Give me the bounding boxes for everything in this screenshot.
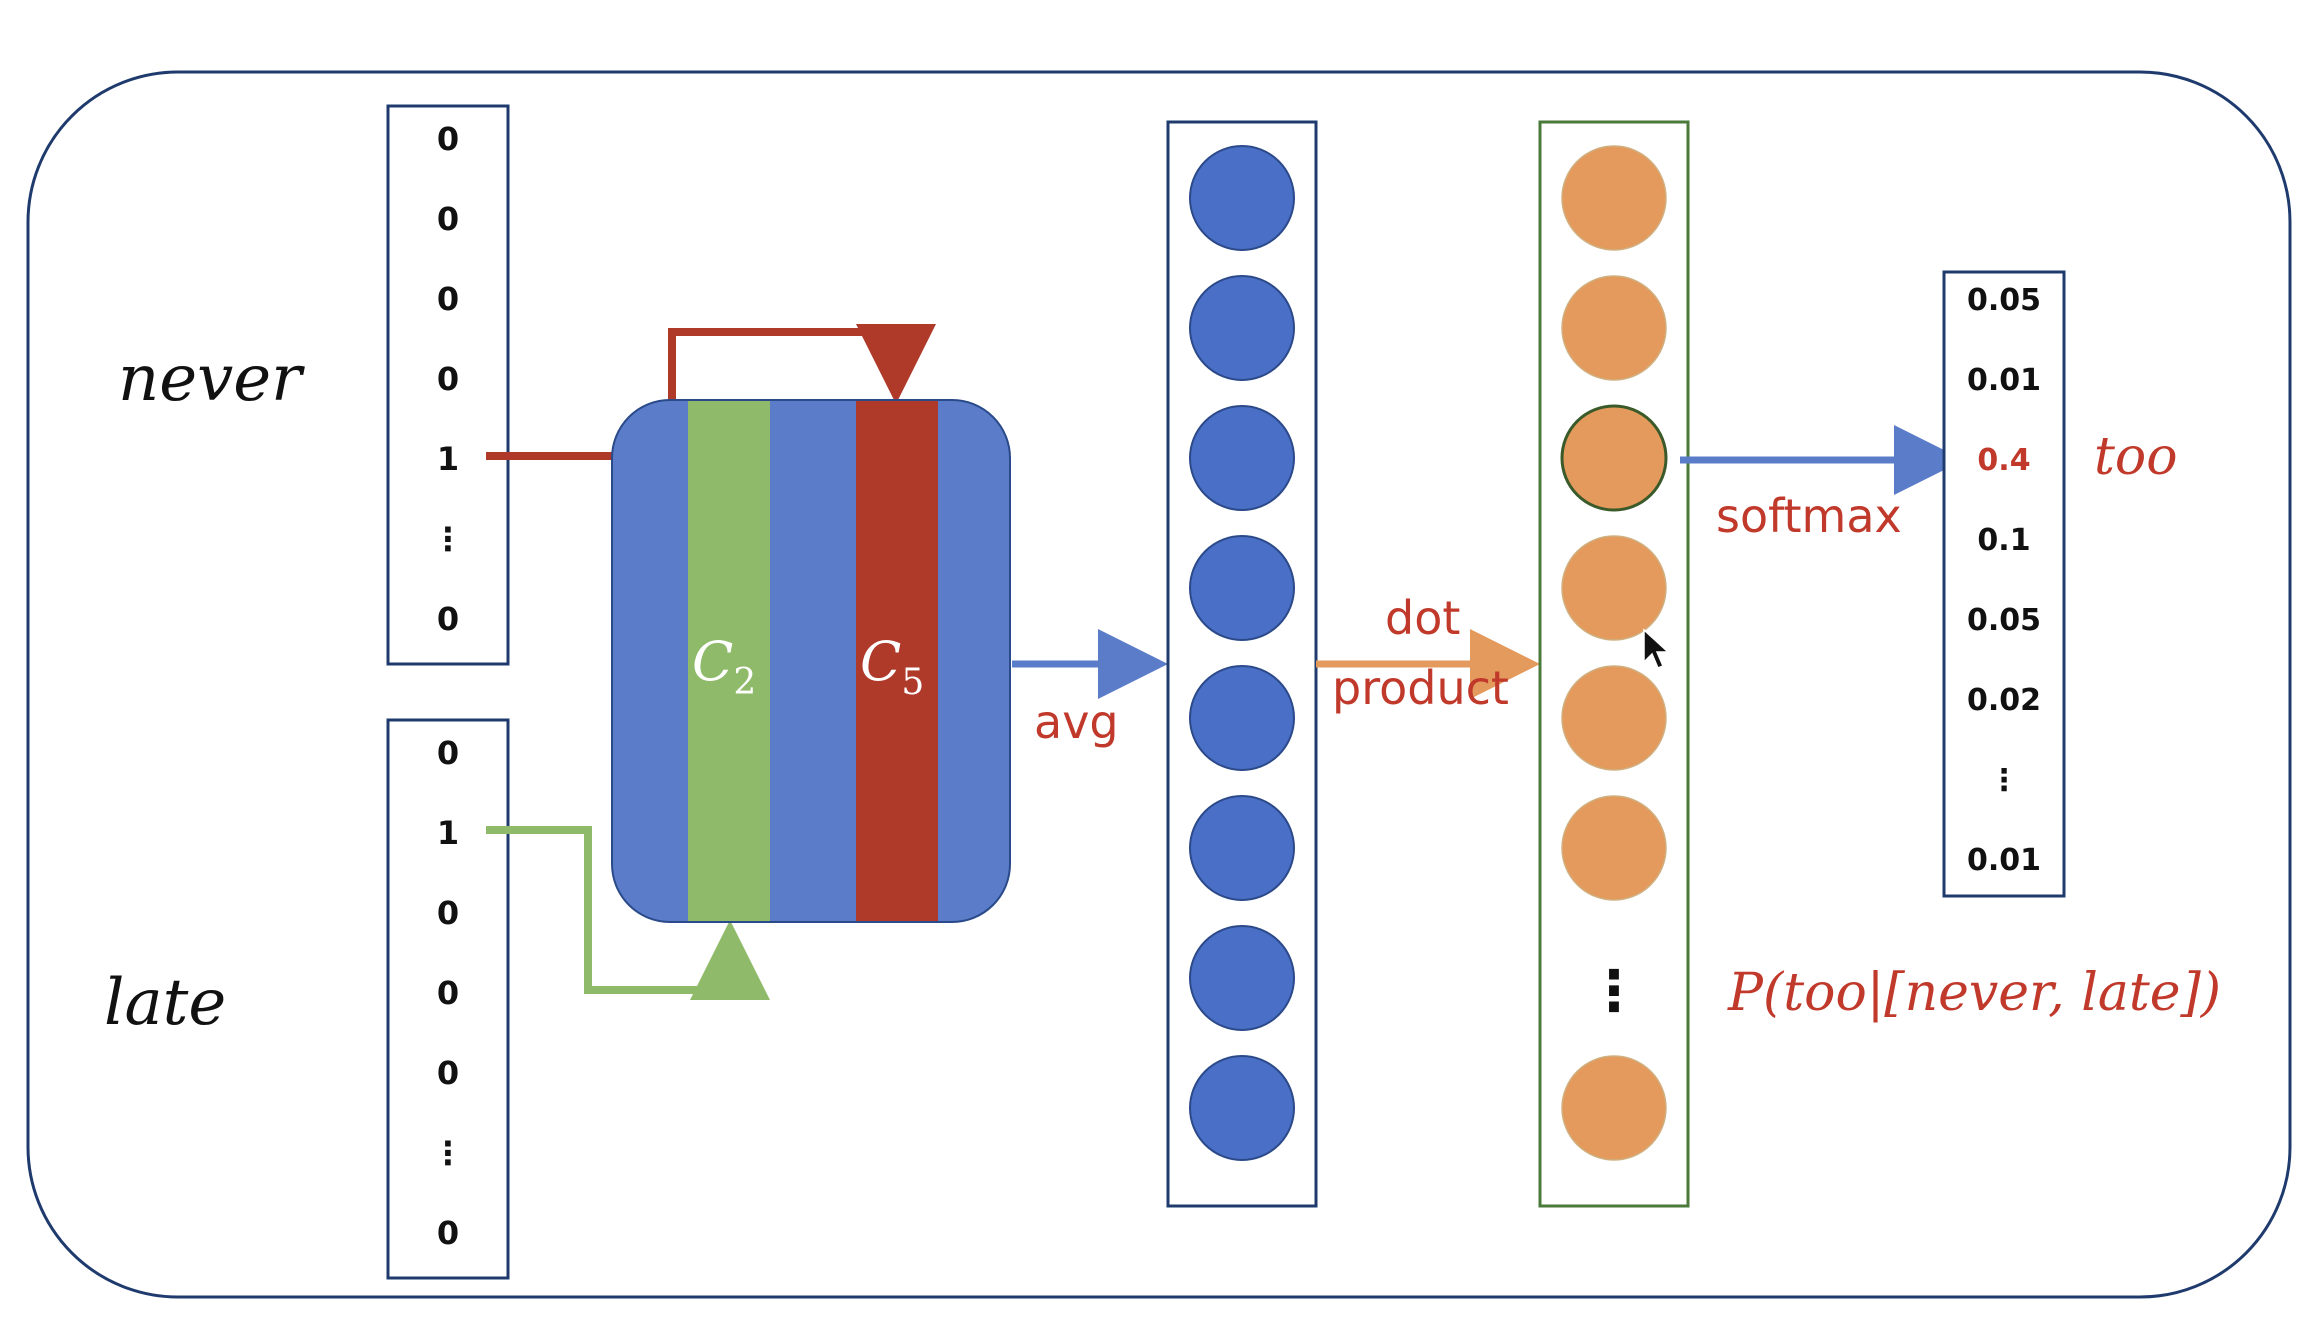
probability-value: 0.05 — [1967, 283, 2041, 318]
probability-value: 0.01 — [1967, 363, 2041, 398]
never-vector-value: ⋮ — [432, 520, 464, 558]
hidden-node — [1189, 1055, 1295, 1161]
late-vector-box — [386, 718, 510, 1280]
output-node — [1561, 535, 1667, 641]
hidden-node — [1189, 535, 1295, 641]
predicted-word: too — [2094, 427, 2178, 487]
never-vector-value: 0 — [437, 280, 459, 318]
word-never: never — [118, 342, 305, 416]
probability-value: 0.05 — [1967, 603, 2041, 638]
label-c5: C5 — [860, 630, 924, 703]
output-node — [1560, 404, 1668, 512]
late-to-c2-arrow — [486, 826, 770, 1000]
hidden-node — [1189, 795, 1295, 901]
hidden-node — [1189, 665, 1295, 771]
probability-value: 0.1 — [1977, 523, 2030, 558]
probability-value: 0.02 — [1967, 683, 2041, 718]
output-node — [1561, 275, 1667, 381]
avg-label: avg — [1034, 695, 1119, 749]
late-vector-value: 1 — [437, 814, 459, 852]
late-vector-value: 0 — [437, 894, 459, 932]
never-vector-value: 0 — [437, 200, 459, 238]
late-vector-value: 0 — [437, 1054, 459, 1092]
output-node — [1561, 795, 1667, 901]
hidden-node — [1189, 925, 1295, 1031]
c5-loop-arrow — [668, 324, 936, 404]
never-vector-value: 0 — [437, 120, 459, 158]
product-label: product — [1332, 661, 1509, 715]
matrix-column-c2 — [688, 400, 770, 922]
late-vector-value: ⋮ — [432, 1134, 464, 1172]
never-vector-value: 0 — [437, 360, 459, 398]
never-vector-box — [386, 104, 510, 666]
hidden-node — [1189, 145, 1295, 251]
never-vector-value: 1 — [437, 440, 459, 478]
probability-value: ⋮ — [1989, 763, 2019, 798]
label-c2: C2 — [692, 630, 756, 703]
output-node — [1561, 665, 1667, 771]
output-node — [1561, 1055, 1667, 1161]
output-node — [1561, 145, 1667, 251]
mouse-cursor-icon — [1643, 628, 1670, 669]
outer-frame — [26, 70, 2292, 1299]
probability-vector-box — [1942, 270, 2066, 898]
hidden-node — [1189, 275, 1295, 381]
probability-formula: P(too|[never, late]) — [1727, 963, 2221, 1023]
late-vector-value: 0 — [437, 1214, 459, 1252]
embedding-matrix — [612, 400, 1010, 922]
hidden-node — [1189, 405, 1295, 511]
word-late: late — [104, 966, 226, 1040]
softmax-label: softmax — [1716, 489, 1902, 543]
output-ellipsis: ⋮ — [1586, 959, 1642, 1024]
late-vector-value: 0 — [437, 974, 459, 1012]
late-vector-value: 0 — [437, 734, 459, 772]
matrix-column-c5 — [856, 400, 938, 922]
never-vector-value: 0 — [437, 600, 459, 638]
dot-label: dot — [1385, 591, 1460, 645]
probability-value: 0.4 — [1977, 443, 2030, 478]
probability-value: 0.01 — [1967, 843, 2041, 878]
